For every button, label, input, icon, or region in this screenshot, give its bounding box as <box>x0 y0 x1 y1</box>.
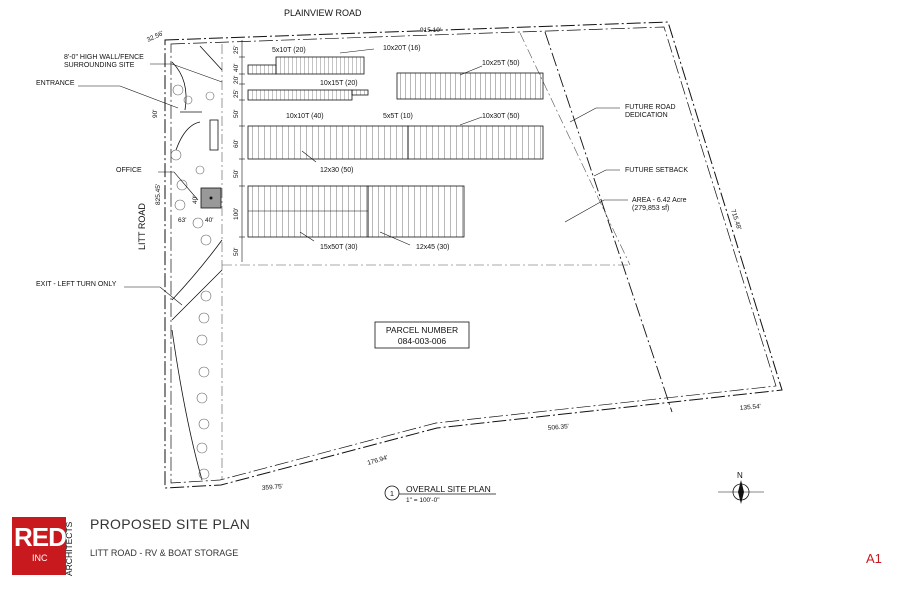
label-15x50T: 15x50T (30) <box>320 244 358 251</box>
east-boundary-dim: 715.48' <box>729 208 742 230</box>
note-area: AREA - 6.42 Acre <box>632 197 687 204</box>
building-5x10T <box>247 64 277 75</box>
note-wall-2: SURROUNDING SITE <box>64 62 135 69</box>
south-dim-4: 135.54' <box>740 403 762 412</box>
building-12x45 <box>367 185 465 238</box>
drawing-number-circle <box>384 485 400 501</box>
landscape-trees <box>170 84 215 480</box>
building-5x5T <box>351 89 369 96</box>
office-marker <box>209 196 213 200</box>
south-dim-1: 359.75' <box>262 483 284 492</box>
office-dim-h: 40' <box>192 196 199 204</box>
label-5x10T: 5x10T (20) <box>272 47 306 54</box>
north-road-label: PLAINVIEW ROAD <box>284 8 362 18</box>
label-10x25T: 10x25T (50) <box>482 60 520 67</box>
building-10x30T <box>407 125 544 160</box>
note-future-setback: FUTURE SETBACK <box>625 167 688 174</box>
west-road-label: LITT ROAD <box>137 203 147 250</box>
svg-text:40': 40' <box>233 64 240 72</box>
corner-dim: 32.56' <box>146 30 165 44</box>
parcel-number: 084-003-006 <box>398 336 446 346</box>
note-area-2: (279,853 sf) <box>632 205 669 212</box>
property-boundary <box>164 21 783 489</box>
svg-text:50': 50' <box>233 170 240 178</box>
parcel-label: PARCEL NUMBER <box>386 325 458 335</box>
svg-text:25': 25' <box>233 46 240 54</box>
office-dim-w: 63' <box>178 217 186 224</box>
sheet-subtitle: LITT ROAD - RV & BOAT STORAGE <box>90 548 239 558</box>
svg-text:N: N <box>737 471 743 480</box>
label-12x45: 12x45 (30) <box>416 244 449 251</box>
svg-text:100': 100' <box>233 208 240 220</box>
note-wall: 8'-0" HIGH WALL/FENCE <box>64 54 144 61</box>
red-logo: RED INC <box>12 517 67 575</box>
note-office: OFFICE <box>116 167 142 174</box>
drawing-scale: 1" = 100'-0" <box>406 497 440 504</box>
svg-text:25': 25' <box>233 90 240 98</box>
note-entrance: ENTRANCE <box>36 80 75 87</box>
logo-text: RED <box>14 522 67 552</box>
future-road-line <box>544 31 673 413</box>
future-setback-line <box>519 32 631 266</box>
svg-text:50': 50' <box>233 110 240 118</box>
leader-lines <box>78 48 628 306</box>
parcel-box <box>374 321 470 349</box>
sheet-number: A1 <box>866 551 882 566</box>
drawing-number: 1 <box>390 489 394 498</box>
svg-text:20': 20' <box>233 76 240 84</box>
note-future-road: FUTURE ROAD <box>625 104 676 111</box>
sheet-title: PROPOSED SITE PLAN <box>90 516 251 532</box>
svg-text:60': 60' <box>233 140 240 148</box>
svg-text:ARCHITECTS: ARCHITECTS <box>64 521 74 576</box>
building-10x10T <box>247 89 353 101</box>
architects-vertical-text: ARCHITECTS <box>64 521 74 576</box>
south-dim-3: 506.35' <box>548 423 570 432</box>
entry-dim: 90' <box>152 110 159 118</box>
label-5x5T: 5x5T (10) <box>383 113 413 120</box>
building-12x30 <box>247 125 409 160</box>
storage-buildings <box>247 56 544 238</box>
label-10x30T: 10x30T (50) <box>482 113 520 120</box>
building-15x50T <box>247 185 369 238</box>
label-10x20T: 10x20T (16) <box>383 45 421 52</box>
exit-drive <box>171 239 223 481</box>
svg-text:50': 50' <box>233 248 240 256</box>
row-dimension-line <box>239 40 245 262</box>
building-10x25T <box>396 72 544 100</box>
building-10x20T <box>275 56 365 75</box>
label-10x10T: 10x10T (40) <box>286 113 324 120</box>
note-exit: EXIT - LEFT TURN ONLY <box>36 281 117 288</box>
row-dims: 25' 40' 20' 25' 50' 60' 50' 100' 50' <box>233 46 240 256</box>
logo-inc: INC <box>32 553 48 563</box>
north-arrow-icon: N <box>718 471 764 504</box>
entrance-drive <box>171 45 223 151</box>
north-boundary-dim: 915.10' <box>420 27 441 34</box>
note-future-road-2: DEDICATION <box>625 112 668 119</box>
west-boundary-dim: 825.45' <box>155 184 162 205</box>
south-dim-2: 176.94' <box>367 454 389 467</box>
label-10x15T: 10x15T (20) <box>320 80 358 87</box>
label-12x30: 12x30 (50) <box>320 167 353 174</box>
office-dim-w2: 40' <box>205 217 213 224</box>
drawing-title: OVERALL SITE PLAN <box>406 484 491 494</box>
